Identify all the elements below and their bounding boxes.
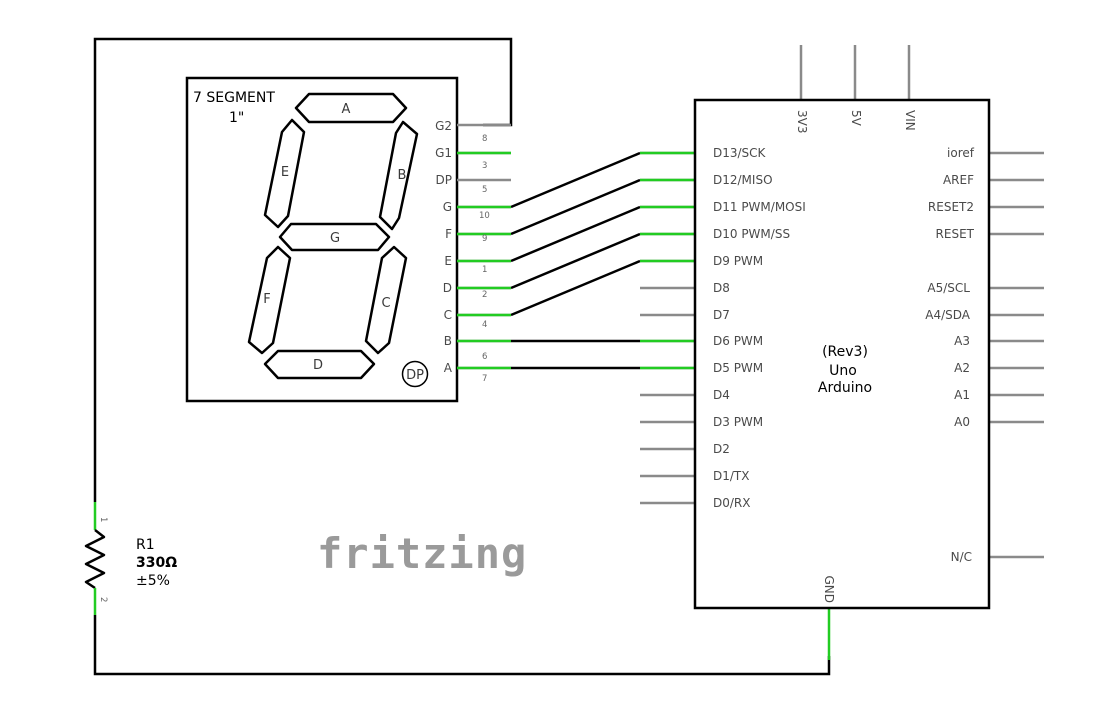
- pin-d12-label: D12/MISO: [713, 173, 773, 187]
- wire-bottom-gnd[interactable]: [93, 615, 831, 676]
- wire-d-d10[interactable]: [510, 232, 641, 290]
- segment-b-label: B: [398, 168, 407, 183]
- pin-ioref-label: ioref: [947, 146, 975, 160]
- pin-d13-label: D13/SCK: [713, 146, 767, 160]
- arduino-body: [693, 98, 991, 610]
- wires: [93, 37, 831, 676]
- pin-d11-label: D11 PWM/MOSI: [713, 200, 806, 214]
- pin-e-label: E: [444, 254, 452, 268]
- pin-d0-label: D0/RX: [713, 496, 750, 510]
- pin-aref-label: AREF: [943, 173, 974, 187]
- resistor-r1[interactable]: 1 2 R1 330Ω ±5%: [84, 502, 177, 615]
- pin-3v3-label: 3V3: [795, 110, 809, 133]
- pin-g-number: 10: [479, 211, 490, 221]
- wire-g-d13[interactable]: [510, 151, 641, 209]
- pin-g2-label: G2: [435, 119, 452, 133]
- pin-nc-label: N/C: [951, 550, 972, 564]
- pin-e-number: 1: [482, 265, 487, 275]
- pin-dp-number: 5: [482, 185, 487, 195]
- pin-d-number: 2: [482, 290, 487, 300]
- pin-b-number: 6: [482, 352, 487, 362]
- pin-d8-label: D8: [713, 281, 730, 295]
- seven-segment-display[interactable]: 7 SEGMENT 1" A B C D E F G DP: [185, 76, 511, 403]
- pin-b-label: B: [444, 334, 452, 348]
- segment-c-label: C: [381, 296, 390, 311]
- display-title: 7 SEGMENT: [193, 90, 275, 106]
- pin-d9-label: D9 PWM: [713, 254, 763, 268]
- segment-f: [247, 245, 292, 355]
- segment-g-label: G: [330, 231, 340, 246]
- pin-g-label: G: [443, 200, 452, 214]
- arduino-brand-label: Arduino: [818, 380, 872, 396]
- display-connected-pins: [457, 151, 511, 370]
- segment-e: [263, 118, 306, 229]
- pin-c-number: 4: [482, 320, 487, 330]
- segment-c: [364, 245, 408, 355]
- pin-reset2-label: RESET2: [928, 200, 974, 214]
- decimal-point-label: DP: [406, 368, 424, 383]
- segment-e-label: E: [281, 165, 289, 180]
- resistor-value: 330Ω: [136, 555, 177, 571]
- pin-g2-number: 8: [482, 134, 487, 144]
- pin-reset-label: RESET: [936, 227, 975, 241]
- segment-f-label: F: [263, 292, 270, 307]
- wire-c-d9[interactable]: [510, 259, 641, 317]
- pin-d5-label: D5 PWM: [713, 361, 763, 375]
- pin-vin-label: VIN: [903, 110, 917, 131]
- arduino-model-label: Uno: [829, 363, 857, 379]
- pin-f-label: F: [445, 227, 452, 241]
- pin-dp-label: DP: [436, 173, 452, 187]
- resistor-tolerance: ±5%: [136, 573, 170, 589]
- pin-d1-label: D1/TX: [713, 469, 749, 483]
- pin-a5-label: A5/SCL: [927, 281, 970, 295]
- fritzing-watermark: fritzing: [317, 529, 527, 578]
- pin-a2-label: A2: [954, 361, 970, 375]
- pin-a4-label: A4/SDA: [925, 308, 971, 322]
- pin-d2-label: D2: [713, 442, 730, 456]
- resistor-pin1-number: 1: [98, 517, 108, 522]
- pin-d7-label: D7: [713, 308, 730, 322]
- pin-5v-label: 5V: [849, 110, 863, 127]
- resistor-pin2-number: 2: [98, 597, 108, 602]
- pin-a1-label: A1: [954, 388, 970, 402]
- pin-d3-label: D3 PWM: [713, 415, 763, 429]
- display-size: 1": [229, 110, 244, 126]
- segment-a-label: A: [342, 102, 351, 117]
- pin-a3-label: A3: [954, 334, 970, 348]
- pin-f-number: 9: [482, 234, 487, 244]
- segment-d-label: D: [313, 358, 323, 373]
- pin-c-label: C: [444, 308, 452, 322]
- segment-a: [294, 92, 408, 124]
- pin-d6-label: D6 PWM: [713, 334, 763, 348]
- decimal-point: [401, 360, 429, 388]
- resistor-zigzag: [84, 529, 106, 590]
- segment-d: [263, 349, 376, 380]
- wire-e-d11[interactable]: [510, 205, 641, 263]
- pin-gnd-label: GND: [822, 575, 836, 603]
- pin-g1-label: G1: [435, 146, 452, 160]
- wire-f-d12[interactable]: [510, 178, 641, 236]
- pin-d10-label: D10 PWM/SS: [713, 227, 790, 241]
- pin-d-label: D: [443, 281, 452, 295]
- arduino-rev-label: (Rev3): [822, 344, 868, 360]
- pin-g1-number: 3: [482, 161, 487, 171]
- segment-b: [378, 120, 419, 231]
- arduino-uno[interactable]: (Rev3) Uno Arduino 3V3 5V VIN D13/SCK D1…: [640, 45, 1044, 660]
- pin-d4-label: D4: [713, 388, 730, 402]
- pin-a-number: 7: [482, 374, 487, 384]
- pin-a-label: A: [444, 361, 453, 375]
- resistor-name: R1: [136, 537, 155, 553]
- segment-g: [278, 222, 391, 252]
- pin-a0-label: A0: [954, 415, 970, 429]
